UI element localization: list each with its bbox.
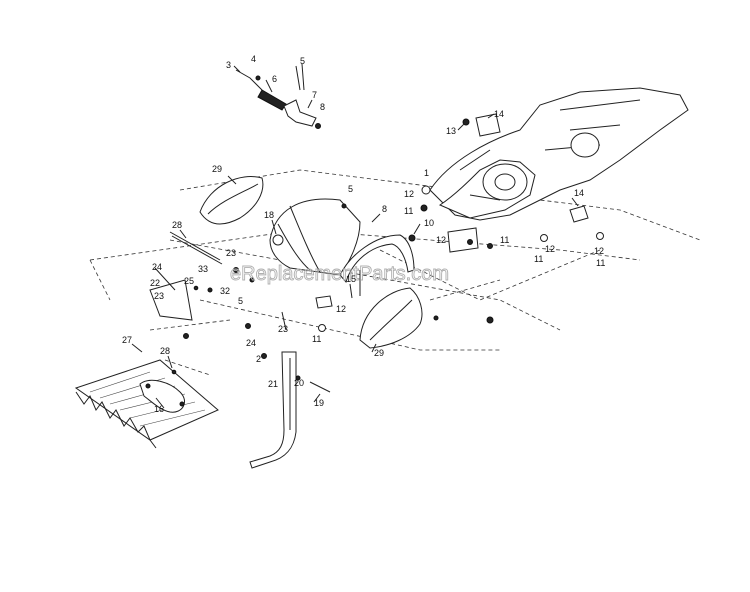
callout-12: 12 (545, 244, 555, 254)
callout-22: 22 (150, 278, 160, 288)
callout-18: 18 (264, 210, 274, 220)
drag-plate (74, 359, 219, 449)
callout-12: 12 (404, 189, 414, 199)
callout-29: 29 (212, 164, 222, 174)
depth-bar (169, 231, 223, 265)
callout-8: 8 (320, 102, 325, 112)
side-bracket-23 (149, 267, 193, 321)
callout-11: 11 (534, 254, 543, 264)
linkage-assembly (235, 63, 321, 129)
leader-lines (131, 65, 579, 409)
callout-33: 33 (198, 264, 208, 274)
callout-labels: 3 4 5 6 7 8 14 13 1 29 5 8 12 11 14 28 1… (122, 54, 605, 414)
fasteners (171, 113, 604, 381)
callout-21: 21 (268, 379, 278, 389)
callout-12: 12 (436, 235, 446, 245)
callout-20: 20 (294, 378, 304, 388)
callout-14: 14 (574, 188, 584, 198)
callout-28: 28 (172, 220, 182, 230)
handle-bar (249, 351, 331, 469)
callout-11: 11 (596, 258, 605, 268)
callout-14: 14 (494, 109, 504, 119)
callout-29: 29 (374, 348, 384, 358)
callout-23: 23 (226, 248, 236, 258)
tine-bracket (339, 234, 415, 299)
callout-23: 23 (154, 291, 164, 301)
callout-24: 24 (246, 338, 256, 348)
callout-28: 28 (160, 346, 170, 356)
callout-1: 1 (424, 168, 429, 178)
callout-6: 6 (272, 74, 277, 84)
callout-5: 5 (300, 56, 305, 66)
callout-3: 3 (226, 60, 231, 70)
callout-11: 11 (404, 206, 413, 216)
callout-12: 12 (594, 246, 604, 256)
callout-4: 4 (251, 54, 256, 64)
callout-15: 15 (346, 274, 356, 284)
callout-5: 5 (348, 184, 353, 194)
tine-hood (269, 198, 361, 276)
callout-16: 16 (154, 404, 164, 414)
callout-24: 24 (152, 262, 162, 272)
callout-25: 25 (184, 276, 194, 286)
tractor-frame (429, 87, 689, 221)
callout-27: 27 (122, 335, 132, 345)
callout-10: 10 (424, 218, 434, 228)
watermark: eReplacementParts.com (230, 263, 449, 285)
callout-11: 11 (500, 235, 509, 245)
callout-23: 23 (278, 324, 288, 334)
callout-7: 7 (312, 90, 317, 100)
callout-32: 32 (220, 286, 230, 296)
callout-2: 2 (256, 354, 261, 364)
callout-19: 19 (314, 398, 324, 408)
rear-shield-left (199, 176, 264, 225)
callout-11: 11 (312, 334, 321, 344)
callout-5: 5 (238, 296, 243, 306)
callout-12: 12 (336, 304, 346, 314)
rear-shield-right (359, 287, 423, 349)
callout-8: 8 (382, 204, 387, 214)
callout-13: 13 (446, 126, 456, 136)
